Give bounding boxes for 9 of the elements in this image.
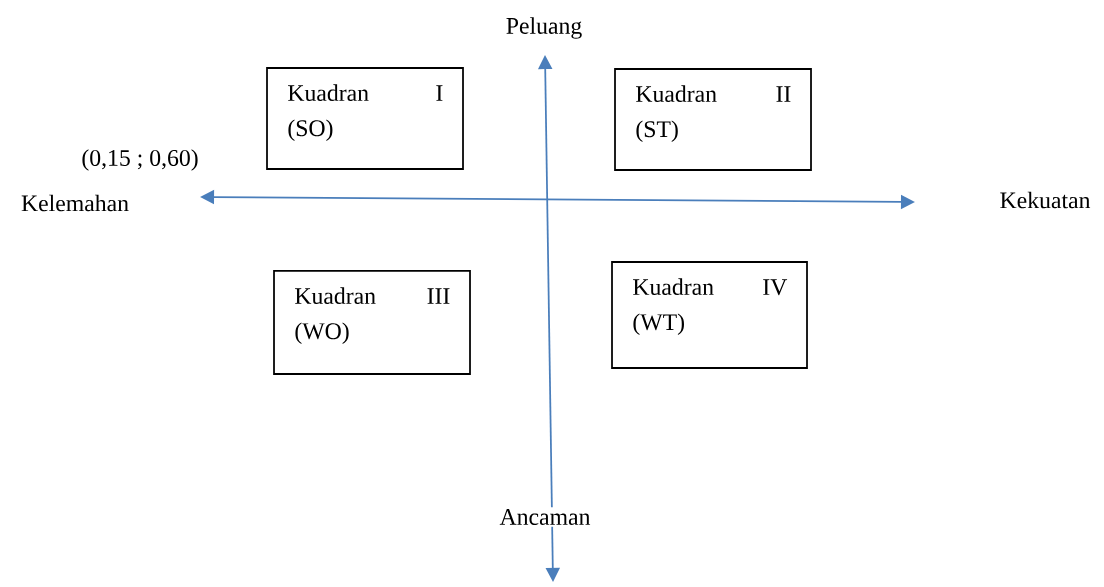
- axis-label: Ancaman: [497, 507, 593, 527]
- quadrant-box: Kuadran I (SO): [266, 67, 464, 170]
- axis-label: Kelemahan: [19, 192, 131, 214]
- axis-label: Kekuatan: [997, 189, 1093, 211]
- axis-label: (0,15 ; 0,60): [79, 147, 201, 173]
- axis-label: Peluang: [504, 15, 584, 41]
- quadrant-box: Kuadran II (ST): [614, 68, 812, 171]
- quadrant-box: Kuadran III (WO): [273, 270, 471, 375]
- quadrant-box: Kuadran IV (WT): [611, 261, 808, 369]
